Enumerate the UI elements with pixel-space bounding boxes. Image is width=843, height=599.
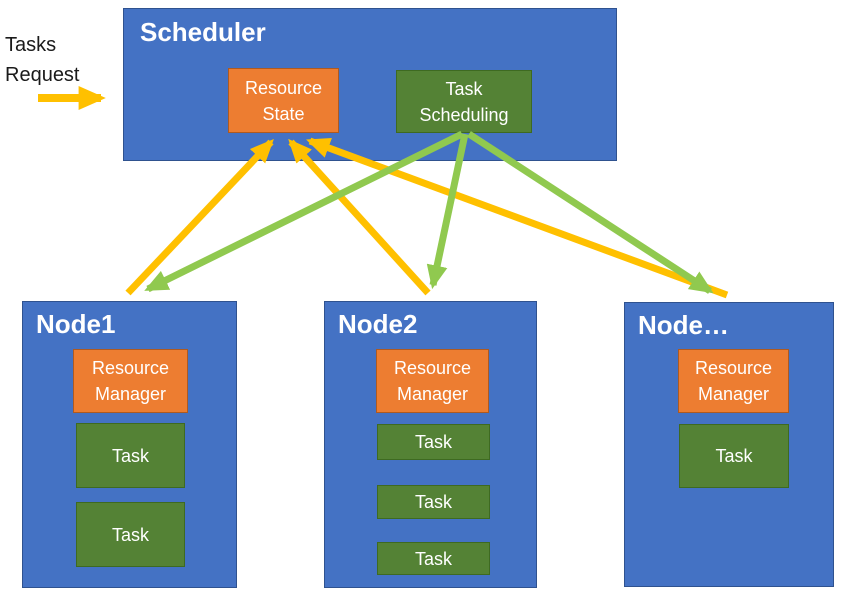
- node1-resource-manager-label: Resource Manager: [91, 358, 170, 404]
- node1-task-box: Task: [76, 423, 185, 488]
- node1-box: Node1 Resource Manager Task Task: [22, 301, 237, 588]
- arrow-node3-to-resource-state: [306, 137, 729, 299]
- node1-task-box: Task: [76, 502, 185, 567]
- resource-state-box: Resource State: [228, 68, 339, 133]
- node2-task-label: Task: [414, 548, 452, 569]
- node2-task-box: Task: [377, 542, 490, 575]
- node2-task-box: Task: [377, 424, 490, 460]
- node3-task-label: Task: [715, 446, 753, 466]
- task-scheduling-box: Task Scheduling: [396, 70, 532, 133]
- node1-task-label: Task: [111, 445, 149, 466]
- arrow-node1-to-resource-state: [125, 138, 274, 296]
- node3-title: Node…: [638, 310, 729, 340]
- node3-resource-manager-label: Resource Manager: [694, 358, 773, 404]
- node2-resource-manager-label: Resource Manager: [393, 358, 472, 404]
- node1-task-label: Task: [111, 524, 149, 545]
- node3-task-box: Task: [679, 424, 789, 488]
- scheduler-title: Scheduler: [140, 17, 266, 47]
- node2-resource-manager-box: Resource Manager: [376, 349, 489, 413]
- tasks-request-label: Tasks Request: [5, 34, 80, 86]
- node2-box: Node2 Resource Manager Task Task Task: [324, 301, 537, 588]
- node2-title: Node2: [338, 309, 418, 339]
- node3-resource-manager-box: Resource Manager: [678, 349, 789, 413]
- node1-resource-manager-box: Resource Manager: [73, 349, 188, 413]
- node2-task-label: Task: [414, 492, 452, 512]
- node2-task-box: Task: [377, 485, 490, 519]
- scheduler-box: Scheduler Resource State Task Scheduling: [123, 8, 617, 161]
- node1-title: Node1: [36, 309, 116, 339]
- task-scheduling-label: Task Scheduling: [419, 78, 509, 125]
- arrow-node2-to-resource-state: [288, 138, 431, 296]
- resource-state-label: Resource State: [244, 77, 323, 124]
- node2-task-label: Task: [414, 432, 452, 452]
- node3-box: Node… Resource Manager Task: [624, 302, 834, 587]
